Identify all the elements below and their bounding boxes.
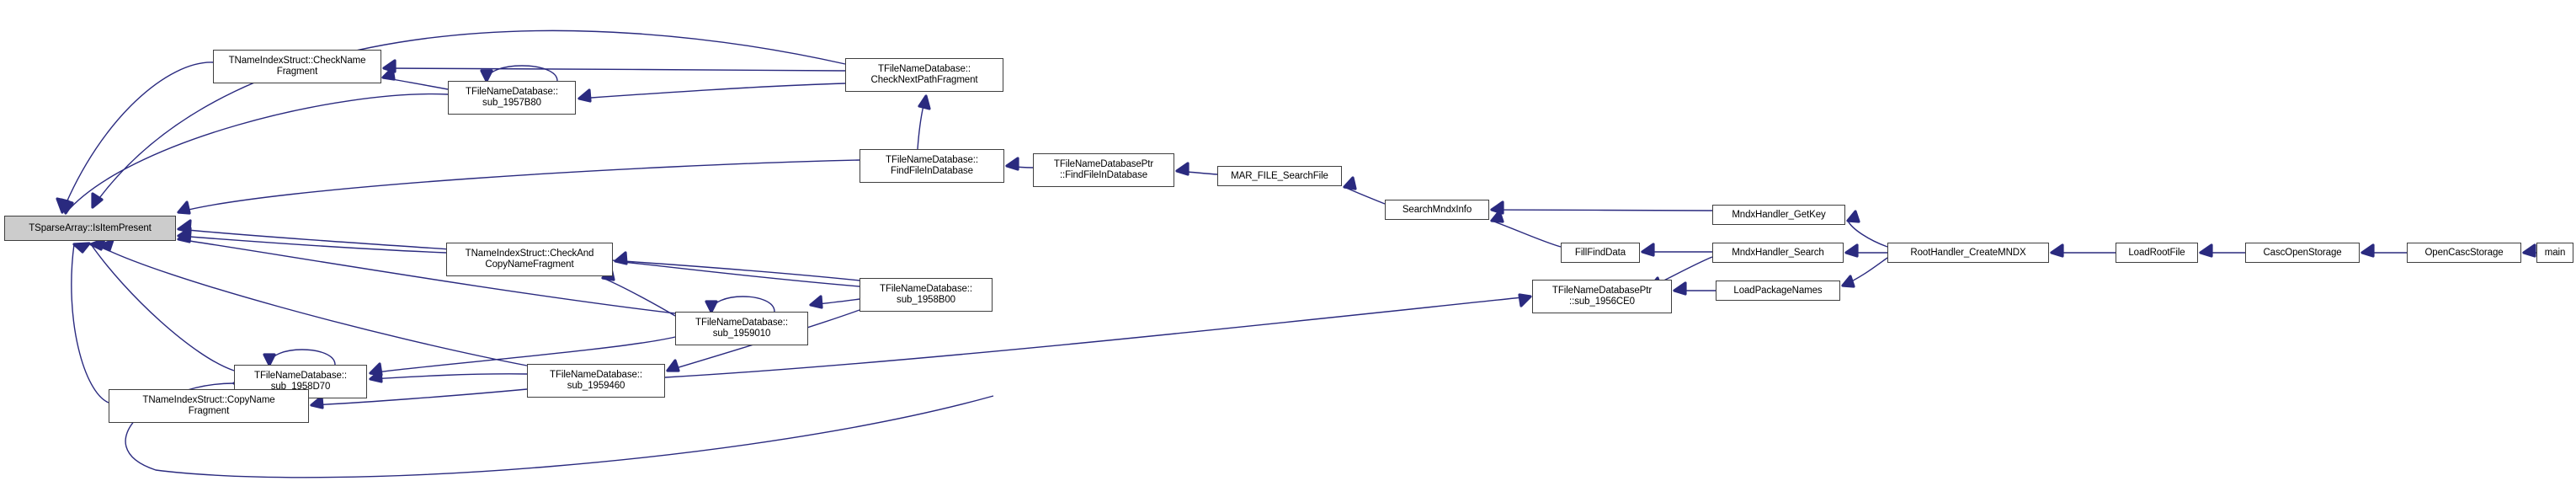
edge-n19-to-n18 [615,260,860,287]
edge-n20-to-n18 [602,277,676,317]
arrowhead-n15-to-n14 [2199,243,2213,258]
edge-n2-to-n2 [486,65,558,82]
edge-n23-to-n22 [311,388,528,406]
graph-node-n3[interactable]: TFileNameDatabase:: CheckNextPathFragmen… [845,58,1003,92]
edge-n22-to-n0 [71,243,109,404]
arrowhead-n8-to-n7 [1490,210,1504,223]
graph-node-n2[interactable]: TFileNameDatabase:: sub_1957B80 [448,81,576,115]
edge-n20-to-n0 [178,238,676,314]
arrowhead-n19-to-n18 [614,251,628,265]
graph-node-n12[interactable]: LoadPackageNames [1716,281,1840,301]
graph-node-n0[interactable]: TSparseArray::IsItemPresent [4,216,176,241]
arrowhead-n17-to-n16 [2522,243,2536,258]
graph-node-n7[interactable]: SearchMndxInfo [1385,200,1489,220]
graph-node-n15[interactable]: CascOpenStorage [2245,243,2360,263]
edge-n8-to-n7 [1491,220,1562,248]
graph-node-n8[interactable]: FillFindData [1561,243,1640,263]
arrowhead-n5-to-n4 [1005,157,1019,171]
arrowhead-n23-to-n22 [310,395,324,409]
arrowhead-n20-to-n20 [705,300,718,313]
arrowhead-n23-to-n11 [1518,293,1532,307]
graph-node-n20[interactable]: TFileNameDatabase:: sub_1959010 [675,312,808,345]
edge-n13-to-n9 [1847,220,1888,248]
graph-node-n11[interactable]: TFileNameDatabasePtr ::sub_1956CE0 [1532,280,1672,313]
graph-node-n19[interactable]: TFileNameDatabase:: sub_1958B00 [860,278,993,312]
edge-n9-to-n7 [1491,209,1713,211]
graph-node-n17[interactable]: main [2536,243,2573,263]
edge-n20-to-n20 [711,296,775,313]
graph-node-n6[interactable]: MAR_FILE_SearchFile [1217,166,1342,186]
arrowhead-n3-to-n0 [91,192,104,209]
edge-n23-to-n11 [664,296,1531,378]
arrowhead-n14-to-n13 [2050,243,2064,258]
arrowhead-n21-to-n21 [263,353,276,366]
graph-node-n22[interactable]: TNameIndexStruct::CopyName Fragment [109,389,309,423]
arrowhead-n4-to-n0 [177,200,191,215]
graph-node-n9[interactable]: MndxHandler_GetKey [1712,205,1845,225]
graph-node-n23[interactable]: TFileNameDatabase:: sub_1959460 [527,364,665,398]
arrowhead-n19-to-n0 [177,219,192,233]
arrowhead-n20-to-n0 [177,229,192,243]
arrowhead-n13-to-n9 [1846,210,1860,223]
arrowhead-n23-to-n0 [98,238,114,252]
arrowhead-n4-to-n3 [918,94,931,110]
arrowhead-n9-to-n7 [1490,200,1504,215]
arrowhead-n2-to-n2 [480,69,493,83]
edge-n3-to-n1 [383,67,846,72]
edge-n21-to-n0 [90,243,235,371]
arrowhead-n19-to-n23 [666,359,680,372]
graph-node-n4[interactable]: TFileNameDatabase:: FindFileInDatabase [860,149,1004,183]
graph-node-n16[interactable]: OpenCascStorage [2407,243,2521,263]
graph-node-n14[interactable]: LoadRootFile [2116,243,2198,263]
arrowhead-n12-to-n11 [1673,281,1687,296]
edge-n23-to-n0 [98,245,528,366]
graph-node-n1[interactable]: TNameIndexStruct::CheckName Fragment [213,50,381,83]
arrowhead-n16-to-n15 [2360,243,2375,258]
edge-n21-to-n21 [269,349,336,366]
arrowhead-n13-to-n10 [1844,243,1859,258]
arrowhead-n10-to-n8 [1641,243,1655,257]
arrowhead-n22-to-n0 [72,242,91,254]
arrowhead-n6-to-n5 [1175,162,1190,176]
arrowhead-n7-to-n6 [1343,176,1357,190]
edge-n20-to-n21 [370,336,676,374]
arrowhead-n13-to-n12 [1841,275,1855,288]
edge-n18-to-n0 [178,235,447,254]
edge-n4-to-n0 [178,159,860,213]
graph-node-n18[interactable]: TNameIndexStruct::CheckAnd CopyNameFragm… [446,243,613,276]
arrowhead-n3-to-n1 [382,59,397,73]
graph-node-n5[interactable]: TFileNameDatabasePtr ::FindFileInDatabas… [1033,153,1174,187]
edge-n1-to-n0 [61,61,214,213]
graph-node-n10[interactable]: MndxHandler_Search [1712,243,1844,263]
arrowhead-n3-to-n2 [577,88,592,103]
edge-n3-to-n0 [92,29,846,208]
graph-node-n13[interactable]: RootHandler_CreateMNDX [1887,243,2049,263]
edge-n3-to-n2 [578,83,846,99]
edge-n23-to-n21 [370,373,528,380]
arrowhead-n2-to-n0 [60,198,74,215]
edge-n7-to-n6 [1344,186,1386,205]
edge-n2-to-n0 [65,93,449,214]
arrowhead-n19-to-n20 [809,295,823,309]
arrowhead-n23-to-n21 [369,369,383,383]
